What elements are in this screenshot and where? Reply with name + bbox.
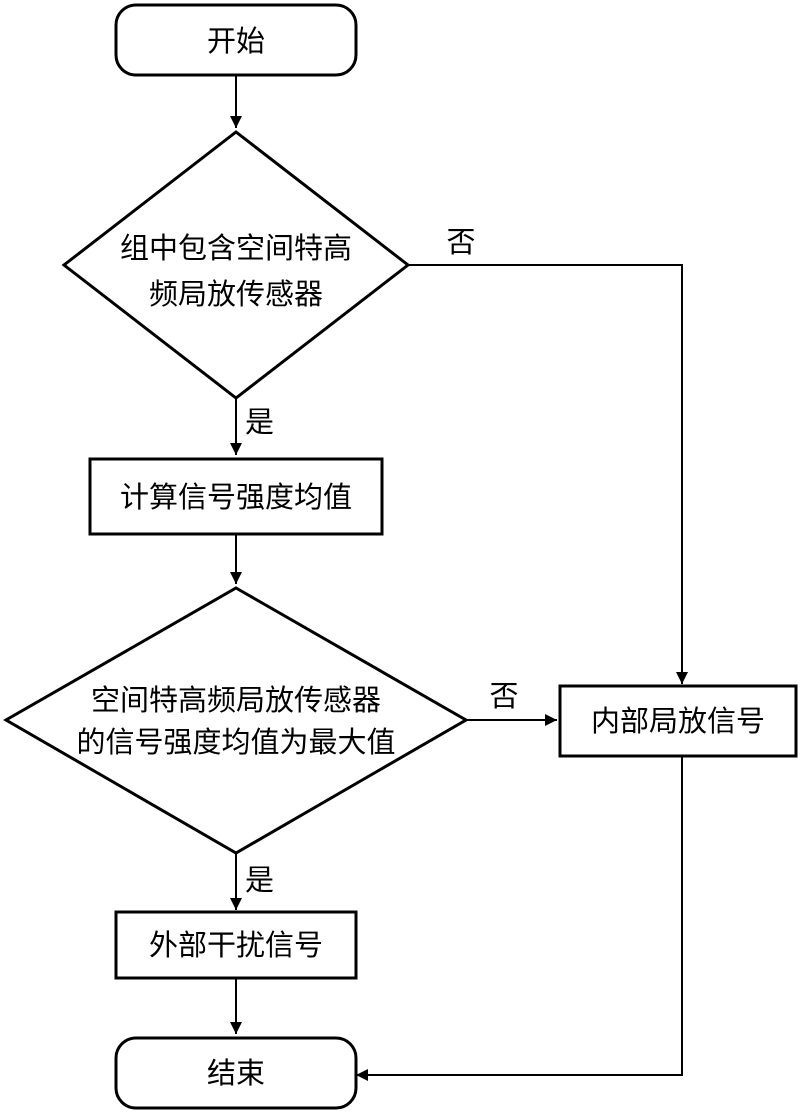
external-label: 外部干扰信号 <box>149 928 323 962</box>
end-label: 结束 <box>207 1056 265 1090</box>
start-node: 开始 <box>114 3 358 77</box>
decision2-label-line1: 空间特高频局放传感器 <box>91 683 381 717</box>
decision1-label-line1: 组中包含空间特高 <box>120 231 352 265</box>
decision1-no-label: 否 <box>446 225 475 259</box>
decision2-label-line2: 的信号强度均值为最大值 <box>76 725 395 759</box>
decision2-no-label: 否 <box>489 679 518 713</box>
decision2-yes-label: 是 <box>245 863 274 897</box>
internal-node: 内部局放信号 <box>558 684 798 758</box>
arrow-internal-to-end <box>356 756 683 1081</box>
external-node: 外部干扰信号 <box>114 910 358 980</box>
decision2-node: 空间特高频局放传感器 的信号强度均值为最大值 <box>2 586 470 855</box>
connectors <box>230 75 688 1081</box>
calc-label: 计算信号强度均值 <box>120 480 352 514</box>
start-label: 开始 <box>207 24 265 58</box>
arrow-decision1-no-to-internal <box>408 264 688 684</box>
internal-label: 内部局放信号 <box>591 704 765 738</box>
calc-node: 计算信号强度均值 <box>88 457 384 536</box>
decision1-label-line2: 频局放传感器 <box>149 277 323 311</box>
decision1-node: 组中包含空间特高 频局放传感器 <box>61 130 411 400</box>
end-node: 结束 <box>114 1036 358 1110</box>
decision1-yes-label: 是 <box>245 405 274 439</box>
